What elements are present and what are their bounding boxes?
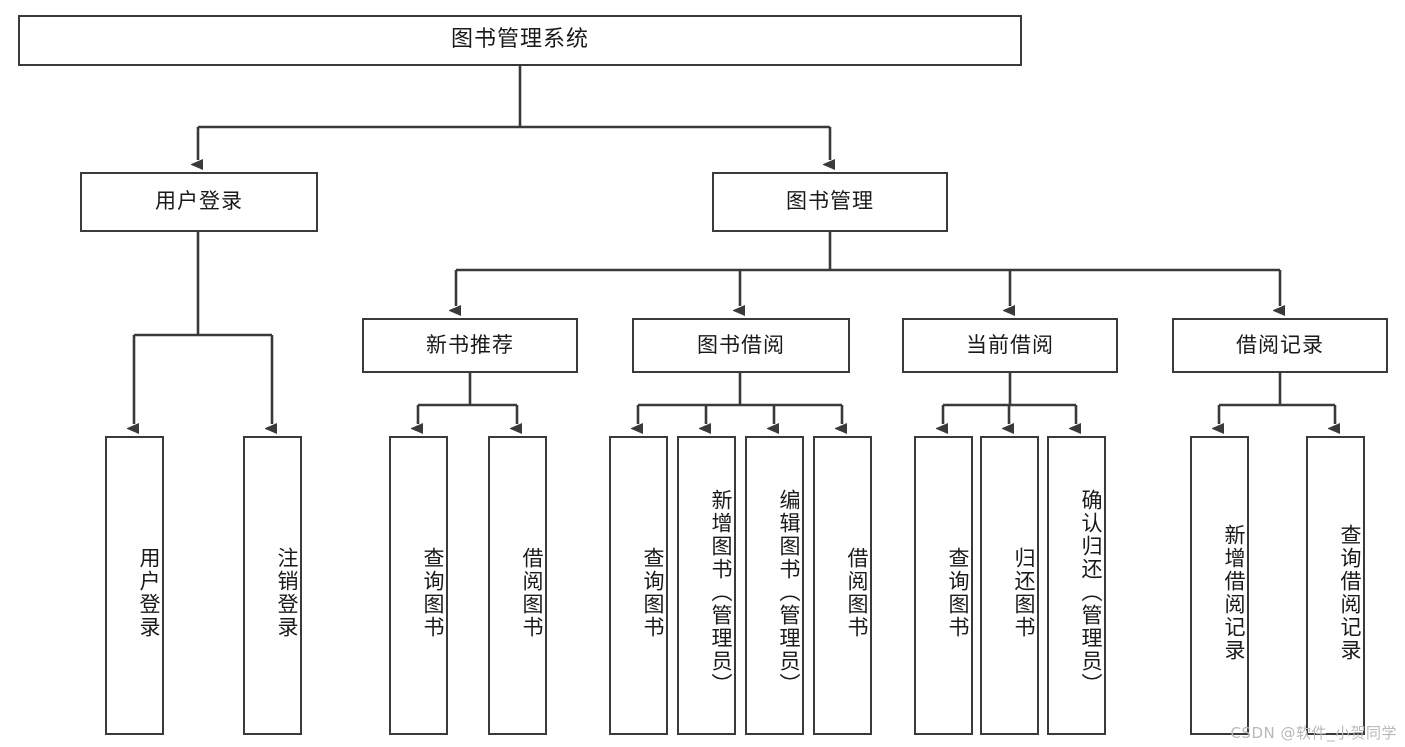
node-label: 借阅图书	[845, 546, 869, 639]
node-label: 用户登录	[137, 546, 161, 639]
leaf-records-add-record[interactable]: 新增借阅记录	[1190, 436, 1249, 735]
leaf-new-book-query[interactable]: 查询图书	[389, 436, 448, 735]
node-label: 新增图书（管理员）	[709, 489, 733, 696]
node-book-management[interactable]: 图书管理	[712, 172, 948, 232]
leaf-records-query-record[interactable]: 查询借阅记录	[1306, 436, 1365, 735]
leaf-borrow-borrow-book[interactable]: 借阅图书	[813, 436, 872, 735]
node-new-book-recommend[interactable]: 新书推荐	[362, 318, 578, 373]
node-label: 新书推荐	[426, 332, 514, 357]
node-label: 借阅图书	[520, 546, 544, 639]
node-current-borrow[interactable]: 当前借阅	[902, 318, 1118, 373]
node-borrow-records[interactable]: 借阅记录	[1172, 318, 1388, 373]
node-label: 查询图书	[641, 546, 665, 639]
node-label: 用户登录	[155, 189, 243, 214]
watermark: CSDN @软件_小贺同学	[1230, 724, 1397, 742]
node-label: 查询图书	[421, 546, 445, 639]
node-label: 查询图书	[946, 546, 970, 639]
node-label: 编辑图书（管理员）	[777, 489, 801, 696]
node-label: 当前借阅	[966, 332, 1054, 357]
leaf-borrow-edit-book-admin[interactable]: 编辑图书（管理员）	[745, 436, 804, 735]
node-label: 图书管理	[786, 189, 874, 214]
node-label: 图书借阅	[697, 332, 785, 357]
leaf-user-login-logout[interactable]: 注销登录	[243, 436, 302, 735]
node-book-borrow[interactable]: 图书借阅	[632, 318, 850, 373]
leaf-new-book-borrow[interactable]: 借阅图书	[488, 436, 547, 735]
node-label: 归还图书	[1012, 546, 1036, 639]
leaf-current-return-book[interactable]: 归还图书	[980, 436, 1039, 735]
leaf-current-query-book[interactable]: 查询图书	[914, 436, 973, 735]
leaf-borrow-query-book[interactable]: 查询图书	[609, 436, 668, 735]
node-label: 查询借阅记录	[1338, 523, 1362, 662]
node-label: 确认归还（管理员）	[1079, 489, 1103, 696]
leaf-user-login-login[interactable]: 用户登录	[105, 436, 164, 735]
leaf-borrow-add-book-admin[interactable]: 新增图书（管理员）	[677, 436, 736, 735]
node-root-system[interactable]: 图书管理系统	[18, 15, 1022, 66]
leaf-current-confirm-return-admin[interactable]: 确认归还（管理员）	[1047, 436, 1106, 735]
node-label: 新增借阅记录	[1222, 523, 1246, 662]
node-label: 注销登录	[275, 546, 299, 639]
node-label: 借阅记录	[1236, 332, 1324, 357]
node-label: 图书管理系统	[450, 27, 589, 53]
node-user-login[interactable]: 用户登录	[80, 172, 318, 232]
